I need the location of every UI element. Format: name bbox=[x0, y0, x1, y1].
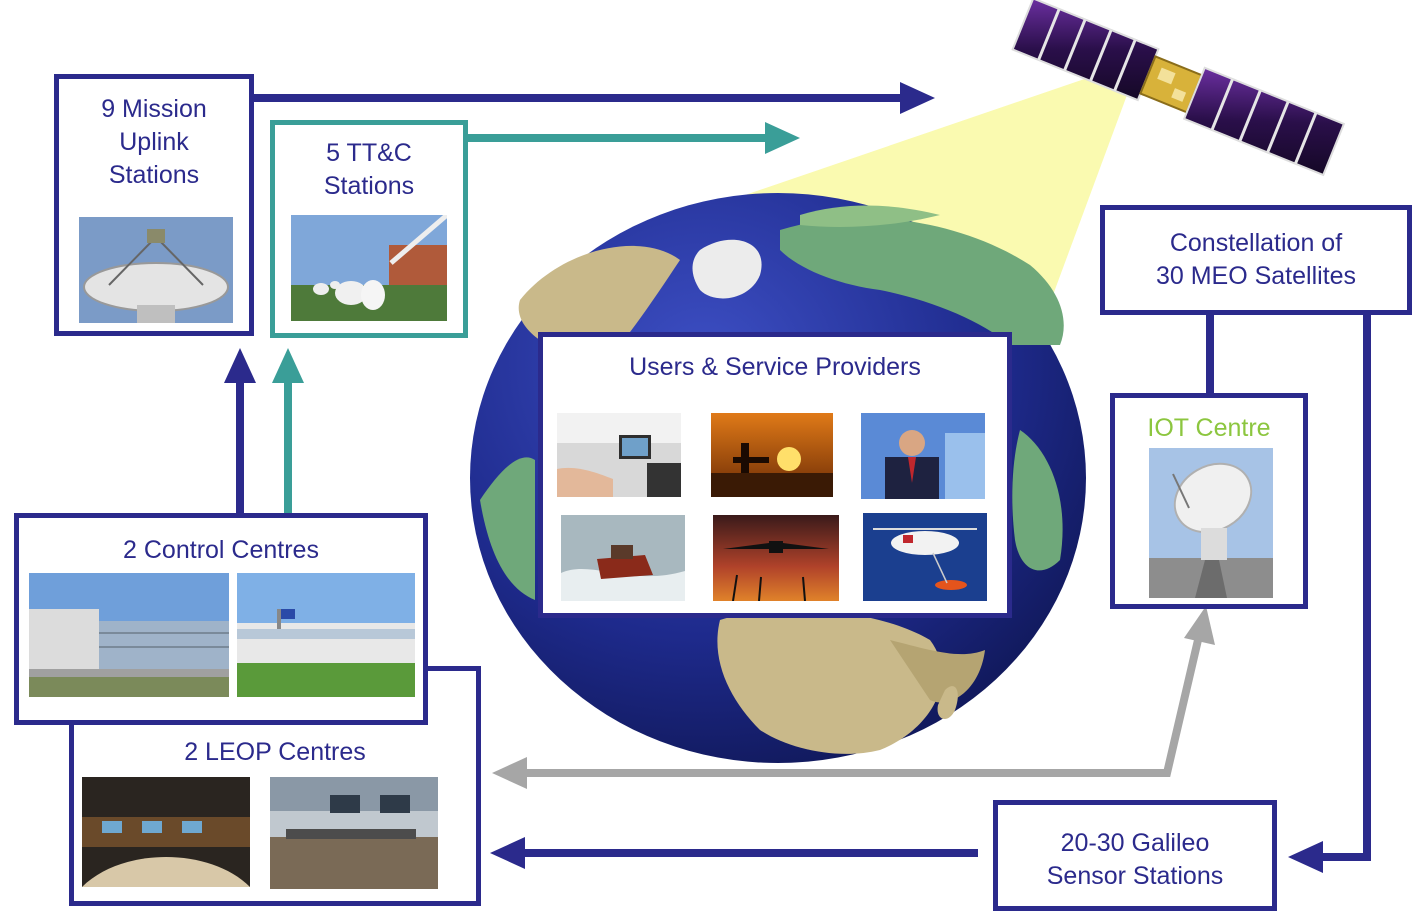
control-box: 2 Control Centres bbox=[14, 513, 428, 725]
leop-room-photo-1 bbox=[82, 777, 250, 887]
photo-businessman-phone bbox=[861, 413, 985, 499]
arrow-centres-iot bbox=[492, 606, 1215, 789]
photo-rescue-helicopter bbox=[863, 513, 987, 601]
users-box: Users & Service Providers bbox=[538, 332, 1012, 618]
dish-antenna-icon bbox=[79, 217, 233, 323]
uplink-dish-photo bbox=[79, 217, 233, 323]
constellation-box: Constellation of 30 MEO Satellites bbox=[1100, 205, 1412, 315]
photo-airplane-landing bbox=[713, 515, 839, 601]
iot-dish-photo bbox=[1149, 448, 1273, 598]
iot-label: IOT Centre bbox=[1147, 414, 1271, 442]
sensor-box: 20-30 Galileo Sensor Stations bbox=[993, 800, 1277, 911]
arrow-control-to-uplink bbox=[224, 348, 256, 513]
users-label: Users & Service Providers bbox=[629, 353, 921, 381]
leop-label: 2 LEOP Centres bbox=[184, 738, 366, 766]
leop-room-photo-2 bbox=[270, 777, 438, 889]
mission-uplink-box: 9 Mission Uplink Stations bbox=[54, 74, 254, 336]
arrow-uplink-to-satellite bbox=[252, 82, 935, 114]
constellation-label: Constellation of 30 MEO Satellites bbox=[1155, 229, 1357, 290]
arrow-control-to-ttc bbox=[272, 348, 304, 513]
photo-oil-rig-sunset bbox=[711, 413, 833, 497]
arrow-sensor-to-centres bbox=[490, 837, 978, 869]
arrow-constellation-to-sensor bbox=[1288, 314, 1371, 873]
leop-box: 2 LEOP Centres bbox=[69, 666, 481, 906]
ttc-box: 5 TT&C Stations bbox=[270, 120, 468, 338]
ttc-label: 5 TT&C Stations bbox=[323, 139, 415, 200]
control-building-photo-2 bbox=[237, 573, 415, 697]
ttc-antennas-photo bbox=[291, 215, 447, 321]
control-label: 2 Control Centres bbox=[123, 536, 319, 564]
arrow-ttc-to-satellite bbox=[466, 122, 800, 154]
photo-car-navigation bbox=[557, 413, 681, 497]
photo-lifeboat bbox=[561, 515, 685, 601]
control-building-photo-1 bbox=[29, 573, 229, 697]
dish-antenna-icon bbox=[1149, 448, 1273, 598]
mission-uplink-label: 9 Mission Uplink Stations bbox=[101, 95, 207, 189]
sensor-label: 20-30 Galileo Sensor Stations bbox=[1046, 829, 1224, 890]
iot-box: IOT Centre bbox=[1110, 393, 1308, 609]
